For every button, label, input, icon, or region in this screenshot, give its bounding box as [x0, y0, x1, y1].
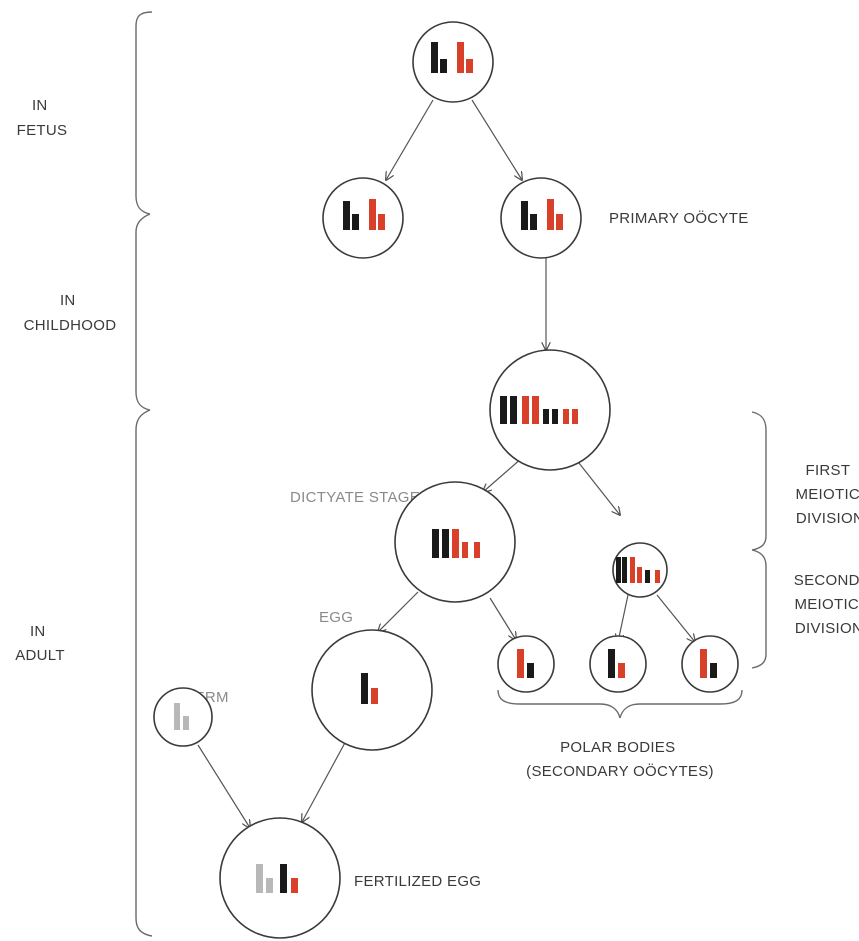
polar-bodies-brace [497, 689, 743, 719]
cell-dictyate-oocyte [394, 481, 516, 603]
egg-label: EGG [319, 609, 353, 626]
first-meiotic-division-label: FIRST MEIOTIC DIVISION [795, 462, 859, 527]
bracket-first-meiotic [751, 411, 767, 551]
cell-polar-body-c [681, 635, 739, 693]
bracket-childhood [135, 213, 151, 411]
fertilized-egg-label: FERTILIZED EGG [354, 873, 481, 890]
stage-label-fetus: IN FETUS [17, 97, 68, 139]
bracket-second-meiotic [751, 549, 767, 669]
cell-primary-oocyte [500, 177, 582, 259]
second-meiotic-division-label: SECOND MEIOTIC DIVISION [794, 572, 859, 637]
stage-label-childhood: IN CHILDHOOD [24, 292, 117, 334]
cell-egg [311, 629, 433, 751]
cell-polar-body-b [589, 635, 647, 693]
cell-polar-body-a [497, 635, 555, 693]
bracket-fetus [135, 11, 153, 215]
cell-fetal-germ-cell [412, 21, 494, 103]
dictyate-stage-label: DICTYATE STAGE [290, 489, 420, 506]
lineage-arrows [197, 99, 695, 828]
cell-replicated-oocyte [489, 349, 611, 471]
polar-bodies-label: POLAR BODIES (SECONDARY OÖCYTES) [526, 739, 714, 780]
bracket-adult [135, 409, 153, 937]
cell-oogonium [322, 177, 404, 259]
cell-sperm [153, 687, 213, 747]
cell-first-polar-body [612, 542, 668, 598]
stage-label-adult: IN ADULT [15, 623, 65, 664]
cell-fertilized-egg [219, 817, 341, 939]
primary-oocyte-label: PRIMARY OÖCYTE [609, 209, 749, 227]
